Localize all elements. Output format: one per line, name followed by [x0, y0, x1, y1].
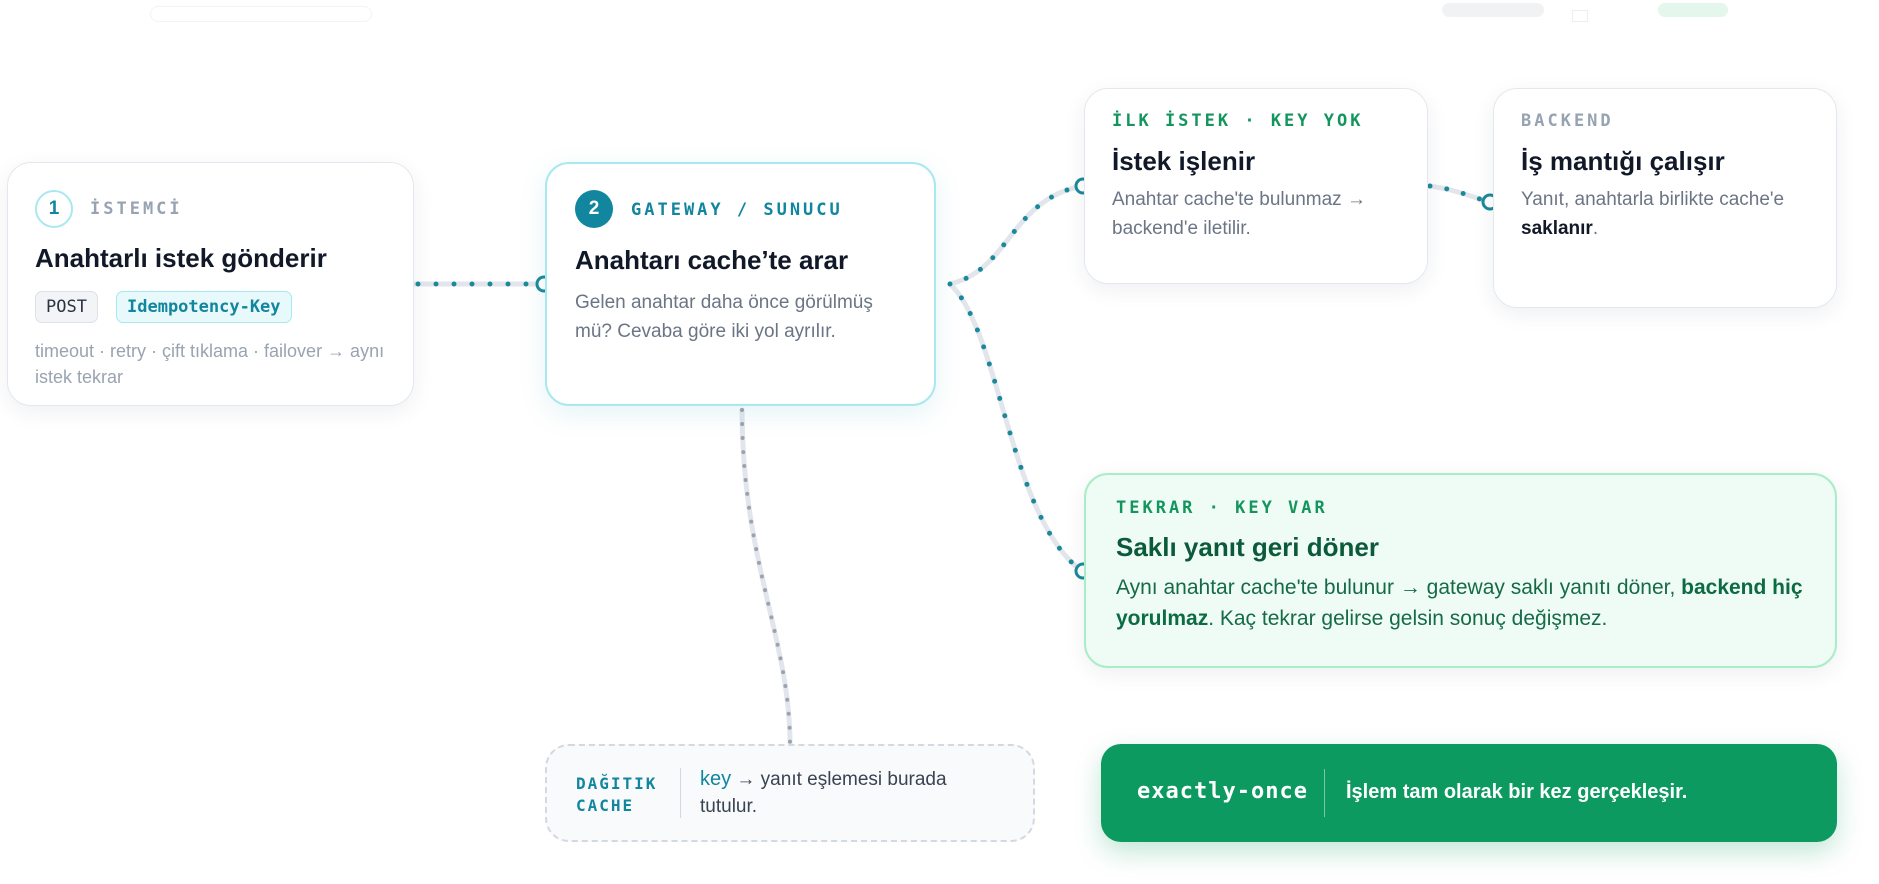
repeat-desc-text: Aynı anahtar cache'te bulunur → gateway … [1116, 576, 1682, 599]
connector-gateway-repeat [947, 281, 1085, 574]
header-tag: Idempotency-Key [116, 291, 292, 323]
first-request-desc: Anahtar cache'te bulunmaz → backend'e il… [1112, 189, 1366, 239]
connector-gateway-first-dots [947, 183, 1085, 287]
repeat-eyebrow: TEKRAR · KEY VAR [1116, 498, 1328, 518]
backend-desc-text: Yanıt, anahtarla birlikte cache'e [1521, 189, 1785, 210]
gateway-card: 2 GATEWAY / SUNUCU Anahtarı cache’te ara… [545, 162, 936, 406]
repeat-title: Saklı yanıt geri döner [1116, 532, 1379, 562]
backend-title: İş mantığı çalışır [1521, 146, 1725, 176]
backend-desc-end: . [1592, 218, 1599, 239]
cache-desc: key → yanıt eşlemesi burada tutulur. [700, 766, 1000, 820]
first-request-eyebrow: İLK İSTEK · KEY YOK [1112, 111, 1364, 131]
exactly-once-banner: exactly-once İşlem tam olarak bir kez ge… [1101, 744, 1837, 842]
repeat-desc-emphasis: backend hiç yorulmaz [1116, 576, 1803, 630]
step-number-badge: 1 [35, 190, 73, 228]
backend-desc: Yanıt, anahtarla birlikte cache'e saklan… [1521, 185, 1821, 243]
connector-gateway-first [947, 183, 1085, 287]
search-input[interactable] [150, 6, 372, 22]
client-title: Anahtarlı istek gönderir [35, 243, 327, 273]
first-request-card: İLK İSTEK · KEY YOK İstek işlenir Anahta… [1084, 88, 1428, 284]
repeat-card: TEKRAR · KEY VAR Saklı yanıt geri döner … [1084, 473, 1837, 668]
cache-eyebrow: DAĞITIK CACHE [576, 773, 657, 817]
repeat-desc: Aynı anahtar cache'te bulunur → gateway … [1116, 572, 1806, 634]
backend-card: BACKEND İş mantığı çalışır Yanıt, anahta… [1493, 88, 1837, 308]
client-card: 1 İSTEMCİ Anahtarlı istek gönderir POST … [7, 162, 414, 406]
banner-divider [1324, 769, 1325, 817]
backend-desc-emphasis: saklanır [1521, 218, 1593, 239]
cache-eyebrow-line2: CACHE [576, 796, 635, 815]
cache-key-word: key [700, 768, 732, 790]
top-app-bar [0, 0, 1879, 22]
gateway-title: Anahtarı cache’te arar [575, 245, 849, 275]
topbar-button[interactable] [1442, 3, 1544, 17]
step-number-badge: 2 [575, 190, 613, 228]
backend-eyebrow: BACKEND [1521, 111, 1614, 131]
gateway-desc: Gelen anahtar daha önce görülmüş mü? Cev… [575, 292, 873, 342]
client-eyebrow: İSTEMCİ [90, 199, 183, 219]
repeat-desc-end: . Kaç tekrar gelirse gelsin sonuç değişm… [1208, 607, 1608, 630]
method-tag: POST [35, 291, 98, 323]
cache-eyebrow-line1: DAĞITIK [576, 774, 658, 793]
banner-message: İşlem tam olarak bir kez gerçekleşir. [1346, 781, 1688, 803]
client-note: timeout · retry · çift tıklama · failove… [35, 341, 385, 387]
distributed-cache-card: DAĞITIK CACHE key → yanıt eşlemesi burad… [545, 744, 1035, 842]
topbar-icon[interactable] [1572, 10, 1588, 22]
first-request-title: İstek işlenir [1112, 146, 1256, 176]
gateway-eyebrow: GATEWAY / SUNUCU [631, 200, 843, 220]
banner-code: exactly-once [1137, 779, 1308, 804]
topbar-primary-button[interactable] [1658, 3, 1728, 17]
cache-divider [680, 768, 681, 818]
connector-gateway-repeat-dots [947, 281, 1085, 574]
cache-desc-text: → yanıt eşlemesi burada tutulur. [700, 769, 947, 817]
connector-gateway-cache [739, 407, 793, 747]
connector-gateway-cache-dots [740, 408, 792, 746]
